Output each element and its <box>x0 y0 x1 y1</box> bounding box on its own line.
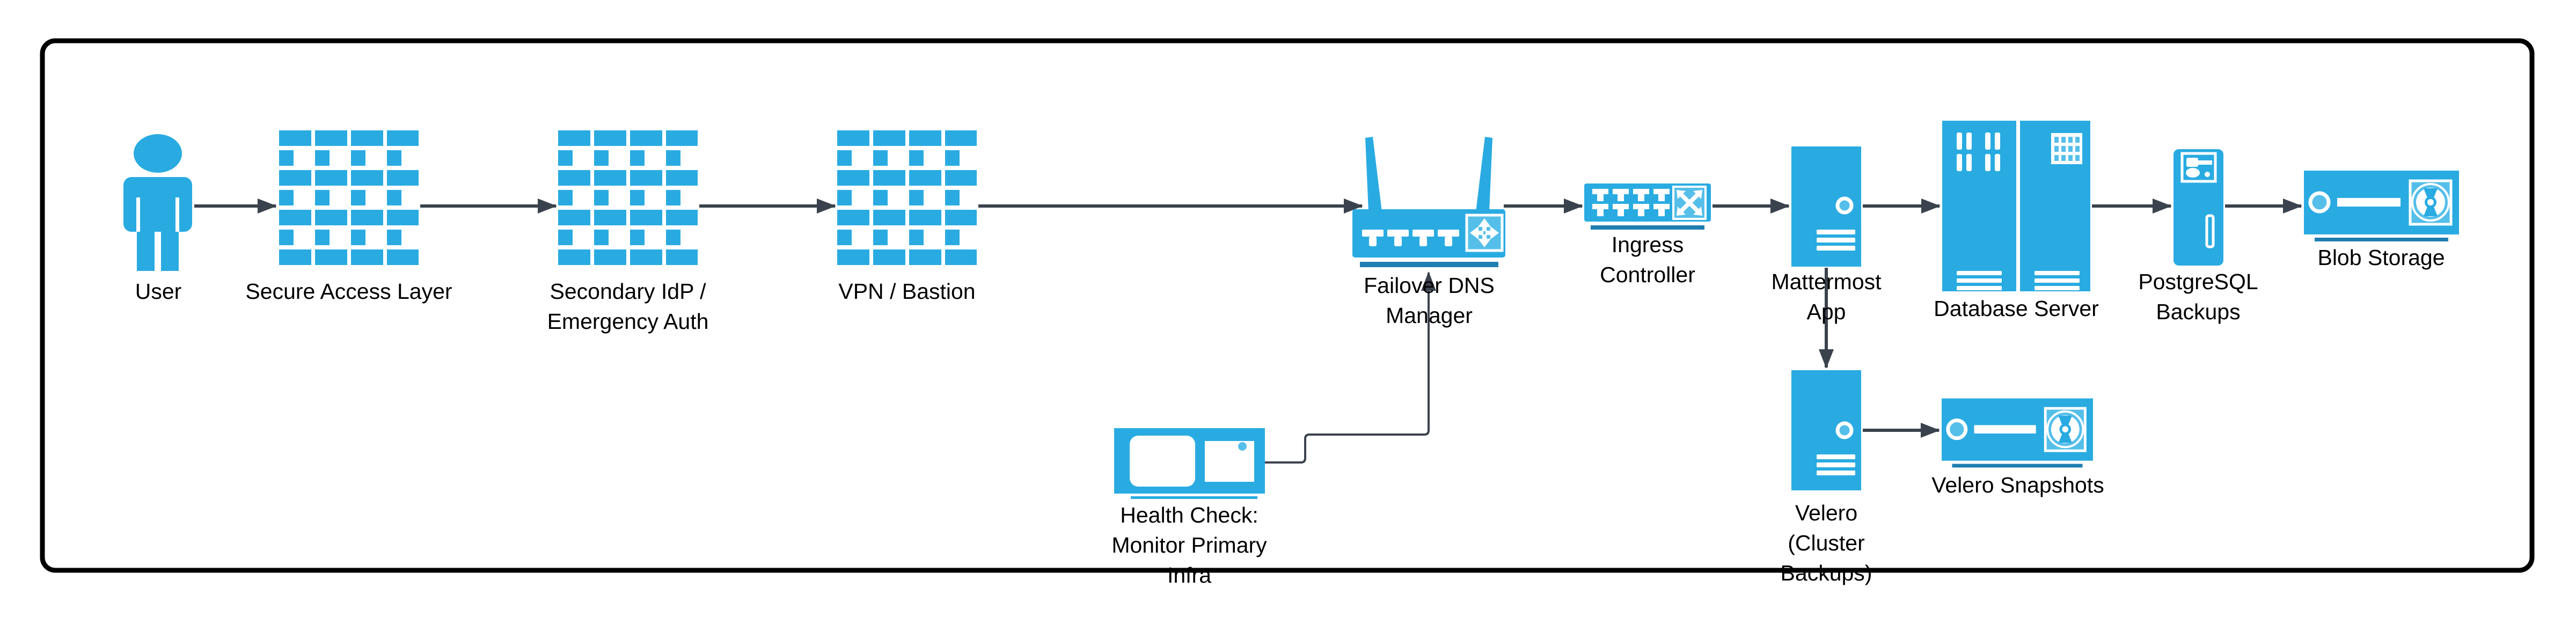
node-blob-storage-label: Blob Storage <box>2317 245 2445 270</box>
node-velero-snapshots <box>1942 398 2093 471</box>
shadow-bar <box>1952 464 2083 468</box>
node-secure-access-layer-label: Secure Access Layer <box>245 279 452 304</box>
switch-icon <box>1584 183 1711 230</box>
firewall-icon <box>837 130 977 268</box>
node-velero-snapshots-label: Velero Snapshots <box>1931 473 2104 497</box>
node-health-check-label: Health Check: Monitor Primary Infra <box>1111 503 1267 587</box>
node-postgresql-backups-label: PostgreSQL Backups <box>2138 269 2258 324</box>
node-blob-storage <box>2304 171 2459 244</box>
node-vpn-bastion-label: VPN / Bastion <box>838 279 976 304</box>
node-mattermost-app-label: Mattermost App <box>1771 269 1882 324</box>
node-user <box>123 134 193 274</box>
shadow-bar <box>1131 496 1257 499</box>
node-secondary-idp <box>558 130 698 271</box>
node-database-server-label: Database Server <box>1934 296 2099 321</box>
node-user-label: User <box>135 279 182 304</box>
edge-health-check-to-failover-dns <box>1265 271 1436 464</box>
node-vpn-bastion <box>837 130 977 271</box>
person-icon <box>123 134 192 271</box>
node-health-check <box>1114 428 1265 502</box>
node-postgresql-backups <box>2174 149 2223 268</box>
wireless-router-icon <box>1352 137 1505 267</box>
rack-server-icon <box>1942 121 2090 291</box>
tower-server-icon <box>1791 370 1861 490</box>
shadow-bar <box>1360 262 1498 267</box>
node-velero <box>1791 370 1861 493</box>
storage-icon <box>1942 398 2093 468</box>
node-velero-label: Velero (Cluster Backups) <box>1780 501 1872 585</box>
monitor-icon <box>1114 428 1265 499</box>
node-mattermost-app <box>1791 146 1861 269</box>
firewall-icon <box>558 130 698 268</box>
node-ingress-controller-label: Ingress Controller <box>1600 232 1695 287</box>
storage-icon <box>2304 171 2459 241</box>
node-secondary-idp-label: Secondary IdP / Emergency Auth <box>547 279 709 334</box>
node-database-server <box>1942 121 2090 294</box>
frame-border <box>40 38 2535 573</box>
node-failover-dns-label: Failover DNS Manager <box>1364 273 1495 328</box>
firewall-icon <box>279 130 419 268</box>
node-failover-dns <box>1352 136 1505 270</box>
shadow-bar <box>1591 225 1704 230</box>
shadow-bar <box>2315 238 2448 241</box>
node-ingress-controller <box>1584 183 1711 232</box>
slim-tower-icon <box>2174 149 2223 266</box>
node-secure-access-layer <box>279 130 419 271</box>
tower-server-icon <box>1791 146 1861 267</box>
